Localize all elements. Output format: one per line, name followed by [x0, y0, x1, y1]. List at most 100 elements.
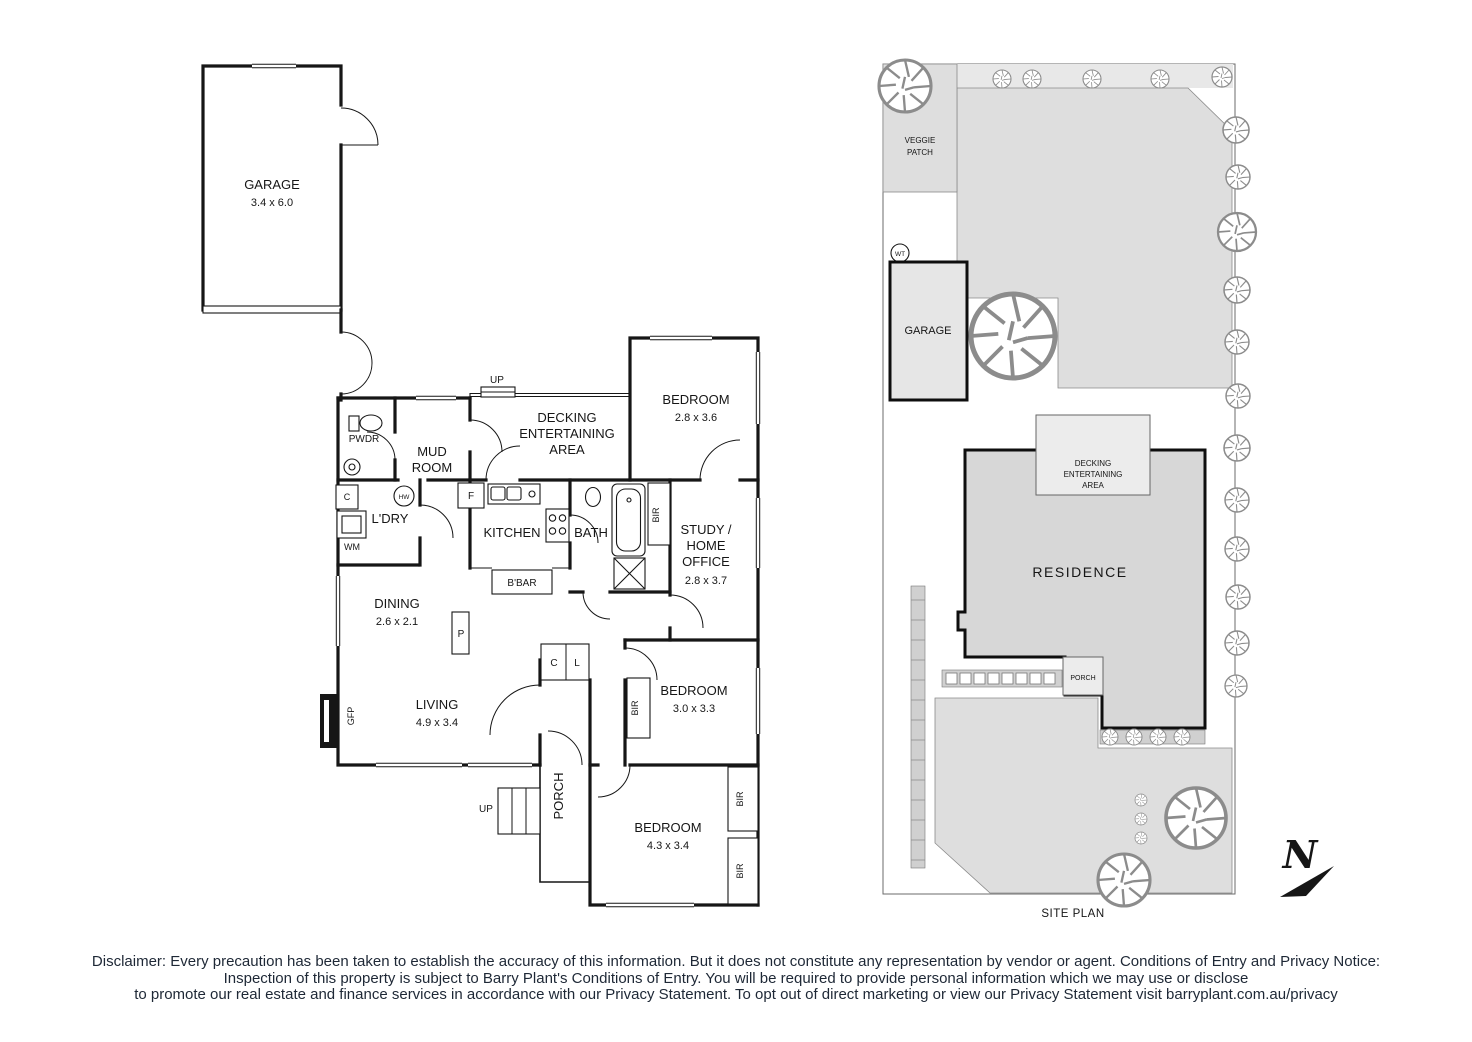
fridge-label: F	[468, 491, 474, 502]
veggie-label-1: VEGGIE	[905, 136, 936, 145]
tree-icon	[877, 58, 933, 114]
bedroom3-label: BEDROOM	[634, 820, 701, 835]
cooktop	[545, 508, 570, 543]
tree-icon	[1224, 487, 1250, 513]
tree-icon	[971, 294, 1055, 378]
bedroom3-dims: 4.3 x 3.4	[647, 840, 689, 852]
basin	[584, 486, 602, 508]
door-arcs	[366, 419, 741, 798]
tree-icon	[1134, 831, 1148, 845]
tree-icon	[992, 69, 1012, 89]
mudroom-label-2: ROOM	[412, 460, 452, 475]
tree-icon	[1224, 674, 1248, 698]
garage-building	[201, 63, 379, 402]
wm-label: WM	[344, 542, 360, 552]
north-label: N	[1282, 832, 1319, 877]
disclaimer-line-3: to promote our real estate and finance s…	[134, 986, 1338, 1003]
tree-icon	[1173, 728, 1191, 746]
bath-label: BATH	[574, 525, 608, 540]
residence-label: RESIDENCE	[1032, 564, 1127, 580]
rear-yard-area	[956, 87, 1233, 389]
tree-icon	[1211, 66, 1233, 88]
tree-icon	[1216, 211, 1258, 253]
driveway-strip	[910, 585, 926, 869]
bbar-label: B'BAR	[507, 578, 536, 589]
tree-icon	[1101, 728, 1119, 746]
site-decking-label-3: AREA	[1082, 481, 1104, 490]
bedroom1-label: BEDROOM	[662, 392, 729, 407]
cupboard-c	[335, 484, 359, 510]
porch-up-label: UP	[479, 804, 493, 815]
floorplan-labels: GARAGE 3.4 x 6.0 UP DECKING ENTERTAINING…	[244, 177, 745, 879]
dining-label: DINING	[374, 596, 420, 611]
dining-dims: 2.6 x 2.1	[376, 616, 418, 628]
study-dims: 2.8 x 3.7	[685, 575, 727, 587]
tree-icon	[1224, 329, 1250, 355]
disclaimer: Disclaimer: Every precaution has been ta…	[0, 953, 1472, 1004]
hall-closets	[540, 643, 590, 681]
front-yard-area	[934, 697, 1233, 894]
pantry	[451, 611, 470, 655]
bedroom2-label: BEDROOM	[660, 683, 727, 698]
north-arrow: N	[1280, 832, 1334, 897]
hot-water-unit	[393, 485, 415, 507]
pwdr-label: PWDR	[349, 434, 380, 445]
decking-label-1: DECKING	[537, 410, 596, 425]
bir-study-label: BIR	[651, 507, 661, 523]
deck-up-label: UP	[490, 375, 504, 386]
decking-label-3: AREA	[549, 442, 585, 457]
tree-icon	[1134, 812, 1148, 826]
garage-dims: 3.4 x 6.0	[251, 197, 293, 209]
tree-icon	[1082, 69, 1102, 89]
bir-bedroom2	[626, 677, 651, 739]
kitchen-sink	[487, 483, 541, 505]
study-label-2: HOME	[687, 538, 726, 553]
porch-label: PORCH	[551, 773, 566, 820]
fixtures	[320, 386, 759, 905]
bir-bedroom3-b	[727, 837, 759, 905]
tree-icon	[1164, 786, 1228, 850]
tree-icon	[1223, 276, 1251, 304]
living-dims: 4.9 x 3.4	[416, 717, 458, 729]
bir-bedroom3b-label: BIR	[735, 863, 745, 879]
living-label: LIVING	[416, 697, 459, 712]
site-decking-label-2: ENTERTAINING	[1064, 470, 1123, 479]
tree-icon	[1225, 383, 1251, 409]
closet-c-label: C	[550, 658, 557, 669]
study-label-1: STUDY /	[680, 522, 731, 537]
cupboard-label: C	[344, 492, 351, 502]
tree-icon	[1225, 164, 1251, 190]
closet-l-label: L	[574, 658, 580, 669]
bathtub	[611, 483, 646, 557]
gfp-label: GFP	[346, 707, 356, 726]
tree-icon	[1022, 69, 1042, 89]
north-arrow-icon	[1280, 866, 1334, 897]
bedroom2-dims: 3.0 x 3.3	[673, 703, 715, 715]
bir-study	[647, 482, 671, 546]
veggie-label-2: PATCH	[907, 148, 933, 157]
fridge	[457, 482, 485, 509]
porch-steps	[497, 787, 541, 835]
site-plan: VEGGIE PATCH WT GARAGE DECKING ENTERTAIN…	[877, 58, 1334, 920]
site-garage-label: GARAGE	[904, 325, 951, 337]
disclaimer-line-2: Inspection of this property is subject t…	[223, 969, 1249, 987]
hw-label: HW	[399, 494, 411, 501]
floorplan: GARAGE 3.4 x 6.0 UP DECKING ENTERTAINING…	[201, 63, 761, 908]
tree-icon	[1223, 434, 1251, 462]
site-porch-label: PORCH	[1070, 675, 1095, 682]
tree-icon	[1150, 69, 1170, 89]
garage-label: GARAGE	[244, 177, 300, 192]
bir-bedroom3-a	[727, 766, 759, 832]
pantry-label: P	[458, 629, 465, 640]
site-porch	[1062, 656, 1104, 696]
washing-machine	[336, 510, 367, 539]
decking-label-2: ENTERTAINING	[519, 426, 615, 441]
tree-icon	[1096, 852, 1152, 908]
gas-fireplace	[320, 694, 339, 748]
site-decking	[1035, 414, 1151, 496]
wt-label: WT	[895, 251, 905, 258]
bir-bedroom2-label: BIR	[630, 700, 640, 716]
site-garage	[888, 260, 969, 402]
